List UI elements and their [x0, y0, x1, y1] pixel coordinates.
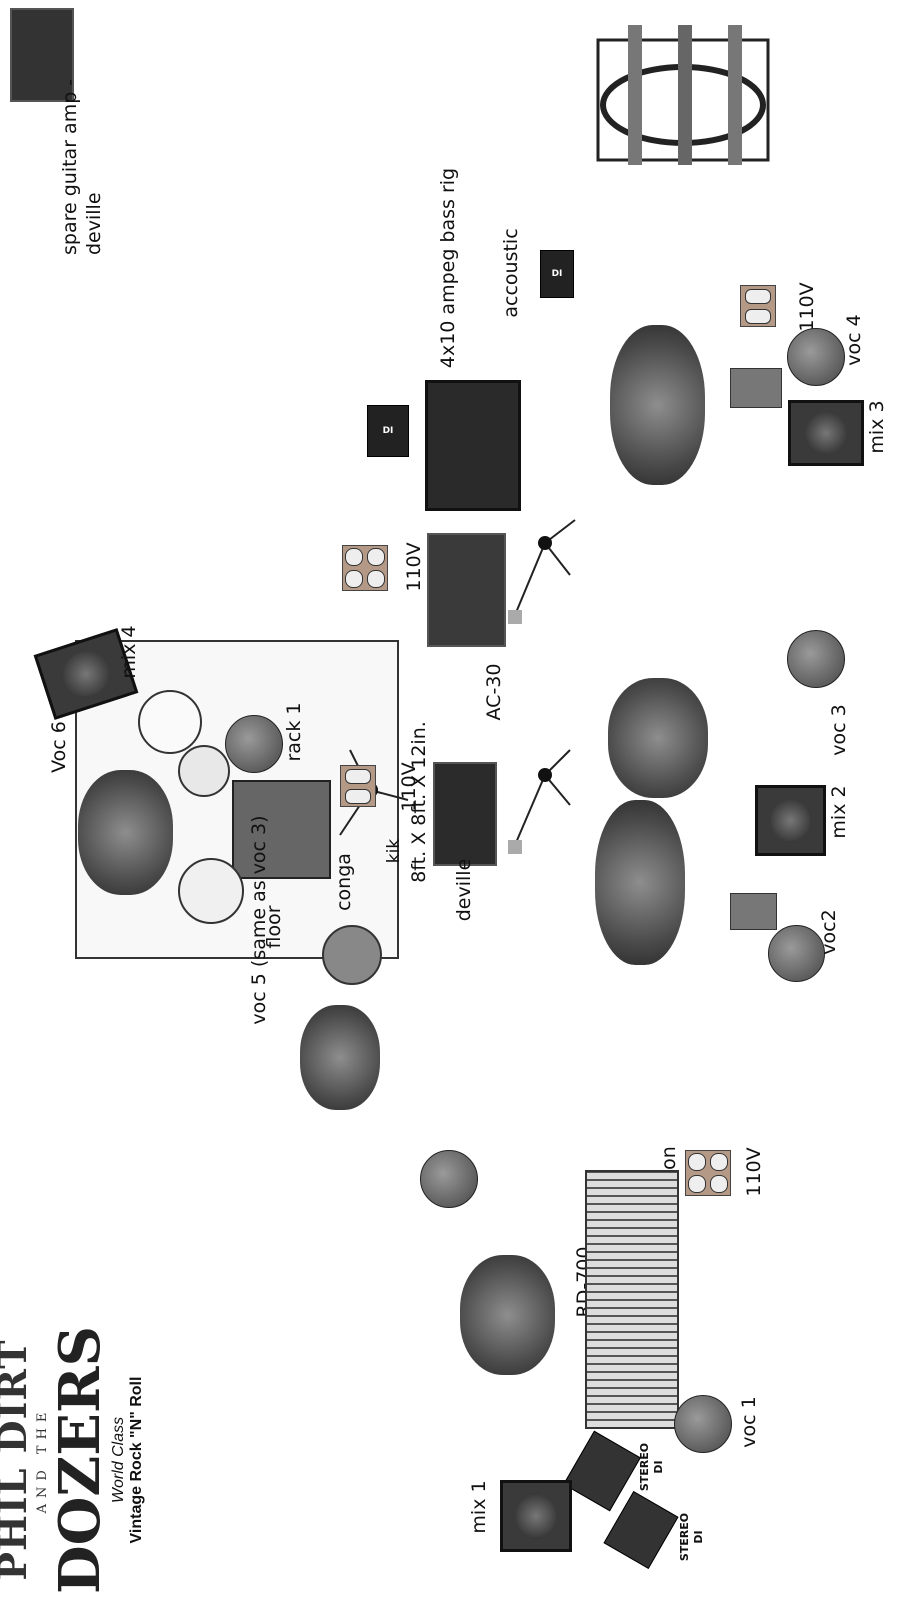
- mix1-label: mix 1: [468, 1480, 490, 1534]
- voc1-label: voc 1: [738, 1396, 760, 1448]
- mic-voc3: [787, 630, 845, 688]
- outlet-110v-deville: [340, 765, 376, 807]
- monitor-mix3: [788, 400, 864, 466]
- accoustic-label: accoustic: [500, 228, 522, 318]
- mic-voc2: [768, 925, 825, 982]
- mix3-label: mix 3: [866, 400, 888, 454]
- di-box-bass: DI: [367, 405, 409, 457]
- stereo-di-1-label: STEREO DI: [638, 1442, 665, 1492]
- rack-tom: [178, 745, 230, 797]
- keyboard-stack: [585, 1170, 679, 1429]
- rack1-label: rack 1: [283, 702, 305, 762]
- conga-drum: [322, 925, 382, 985]
- mic-voc4: [787, 328, 845, 386]
- effect-pedal-left: [730, 893, 777, 930]
- outlet-110v-right: [740, 285, 776, 327]
- singer-center: [608, 678, 708, 798]
- mix2-label: mix 2: [828, 785, 850, 839]
- monitor-mix2: [755, 785, 826, 856]
- cymbal: [138, 690, 202, 754]
- voc4-label: voc 4: [843, 314, 865, 366]
- mix4-label: mix 4: [118, 625, 140, 679]
- mic-rack1: [225, 715, 283, 773]
- mic-stand-ac30: [508, 519, 576, 624]
- floor-tom: [178, 858, 244, 924]
- monitor-mix1: [500, 1480, 572, 1552]
- spare-amp-label: spare guitar amp - deville: [59, 78, 105, 255]
- deville-label: deville: [453, 858, 475, 922]
- mic-voc1: [674, 1395, 732, 1453]
- keyboardist: [460, 1255, 555, 1375]
- bass-cabinet: [425, 380, 521, 511]
- voc3-label: voc 3: [828, 704, 850, 756]
- spare-guitar-amp: [10, 8, 74, 102]
- deville-amp: [433, 762, 497, 866]
- guitarist-right: [610, 325, 705, 485]
- effect-pedal-right: [730, 368, 782, 408]
- stereo-di-2-label: STEREO DI: [678, 1512, 705, 1562]
- conga-label: conga: [333, 853, 355, 911]
- bass-rig-label: 4x10 ampeg bass rig: [437, 167, 459, 369]
- guitarist-left: [595, 800, 685, 965]
- mic-stand-deville: [508, 749, 571, 854]
- drummer: [78, 770, 173, 895]
- logo-tag2: Vintage Rock "N" Roll: [128, 1376, 145, 1544]
- logo-line1: PHIL DIRT: [0, 1339, 35, 1581]
- outlet-quad-keys: [685, 1150, 731, 1196]
- outlet-quad-label: 110V: [403, 542, 425, 592]
- di-box-accoustic: DI: [540, 250, 574, 298]
- ac30-label: AC-30: [483, 663, 505, 721]
- voc6-label: Voc 6: [48, 721, 70, 773]
- guitar-stand: [596, 25, 770, 165]
- band-logo: PHIL DIRT AND THE DOZERS World Class Vin…: [0, 1310, 190, 1610]
- voc5-label: voc 5 (same as voc 3): [248, 815, 270, 1025]
- voc2-label: voc2: [818, 909, 840, 955]
- ac30-amp: [427, 533, 506, 647]
- outlet-quad-ac30: [342, 545, 388, 591]
- outlet-keys-label: 110V: [743, 1147, 765, 1197]
- kick-drum: [232, 780, 331, 879]
- outlet-deville-label: 110V: [398, 762, 420, 812]
- percussionist: [300, 1005, 380, 1110]
- logo-line3: DOZERS: [47, 1326, 113, 1594]
- mic-voc5: [420, 1150, 478, 1208]
